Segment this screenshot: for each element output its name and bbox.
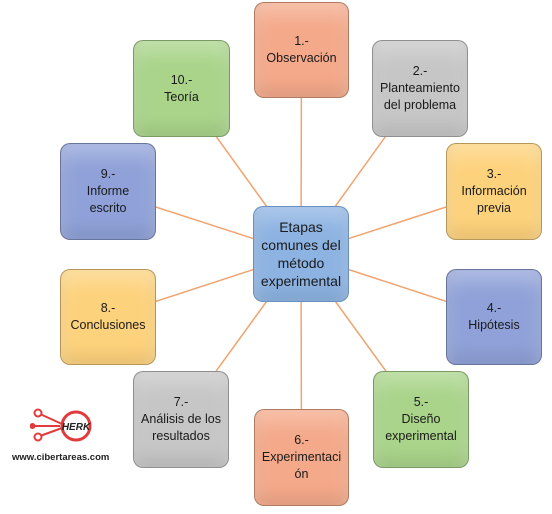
herk-logo-icon: HERK xyxy=(30,408,92,442)
node-informe: 9.- Informe escrito xyxy=(60,143,156,240)
site-url: www.cibertareas.com xyxy=(12,452,110,463)
node-teoria: 10.- Teoría xyxy=(133,40,230,137)
node-experimentacion: 6.- Experimentaci ón xyxy=(254,409,349,506)
node-informacion: 3.- Información previa xyxy=(446,143,542,240)
node-observacion: 1.- Observación xyxy=(254,2,349,98)
node-conclusiones: 8.- Conclusiones xyxy=(60,269,156,365)
cibertareas-logo: HERK www.cibertareas.com xyxy=(8,404,134,466)
node-diseno: 5.- Diseño experimental xyxy=(373,371,469,468)
node-planteamiento: 2.- Planteamiento del problema xyxy=(372,40,468,137)
node-hipotesis: 4.- Hipótesis xyxy=(446,269,542,365)
node-analisis: 7.- Análisis de los resultados xyxy=(133,371,229,468)
center-node: Etapas comunes del método experimental xyxy=(253,206,349,302)
logo-mark-text: HERK xyxy=(62,422,91,433)
